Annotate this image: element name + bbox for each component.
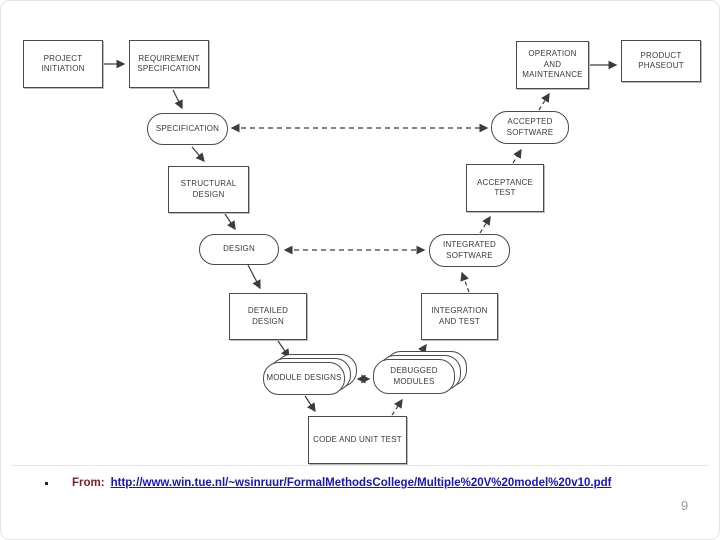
flowchart-arrows (104, 59, 618, 416)
edge-code-debugged (391, 398, 403, 416)
footer-divider (11, 465, 709, 466)
node-requirement-specification: REQUIREMENT SPECIFICATION (129, 40, 209, 88)
bullet-icon (45, 481, 48, 485)
edge-spec-structural (191, 146, 205, 163)
edge-module-code (304, 395, 316, 413)
source-caption: From: http://www.win.tue.nl/~wsinruur/Fo… (45, 477, 611, 489)
node-operation-and-maintenance: OPERATION AND MAINTENANCE (516, 41, 589, 89)
edge-structural-design (224, 213, 236, 231)
source-link[interactable]: http://www.win.tue.nl/~wsinruur/FormalMe… (110, 477, 612, 489)
node-structural-design: STRUCTURAL DESIGN (168, 166, 249, 213)
caption-prefix: From: (72, 477, 105, 489)
edge-integrated-acceptance (479, 215, 491, 234)
node-product-phaseout: PRODUCT PHASEOUT (621, 40, 701, 82)
node-debugged-modules: DEBUGGED MODULES (373, 359, 455, 394)
node-design: DESIGN (199, 234, 279, 265)
edge-acceptance-accepted (512, 148, 522, 164)
node-project-initiation: PROJECT INITIATION (23, 40, 103, 88)
node-detailed-design: DETAILED DESIGN (229, 293, 307, 340)
node-integrated-software: INTEGRATED SOFTWARE (429, 234, 510, 267)
node-accepted-software: ACCEPTED SOFTWARE (491, 111, 569, 144)
edge-design-detailed (247, 264, 261, 290)
edge-accepted-operation (538, 92, 550, 111)
page-number: 9 (681, 498, 689, 513)
edge-integration-integrated (460, 271, 470, 293)
node-specification: SPECIFICATION (147, 113, 228, 145)
node-code-and-unit-test: CODE AND UNIT TEST (308, 416, 407, 464)
node-integration-and-test: INTEGRATION AND TEST (421, 293, 498, 340)
edge-reqspec-spec (172, 89, 183, 110)
node-acceptance-test: ACCEPTANCE TEST (466, 164, 544, 212)
node-module-designs: MODULE DESIGNS (263, 362, 345, 395)
